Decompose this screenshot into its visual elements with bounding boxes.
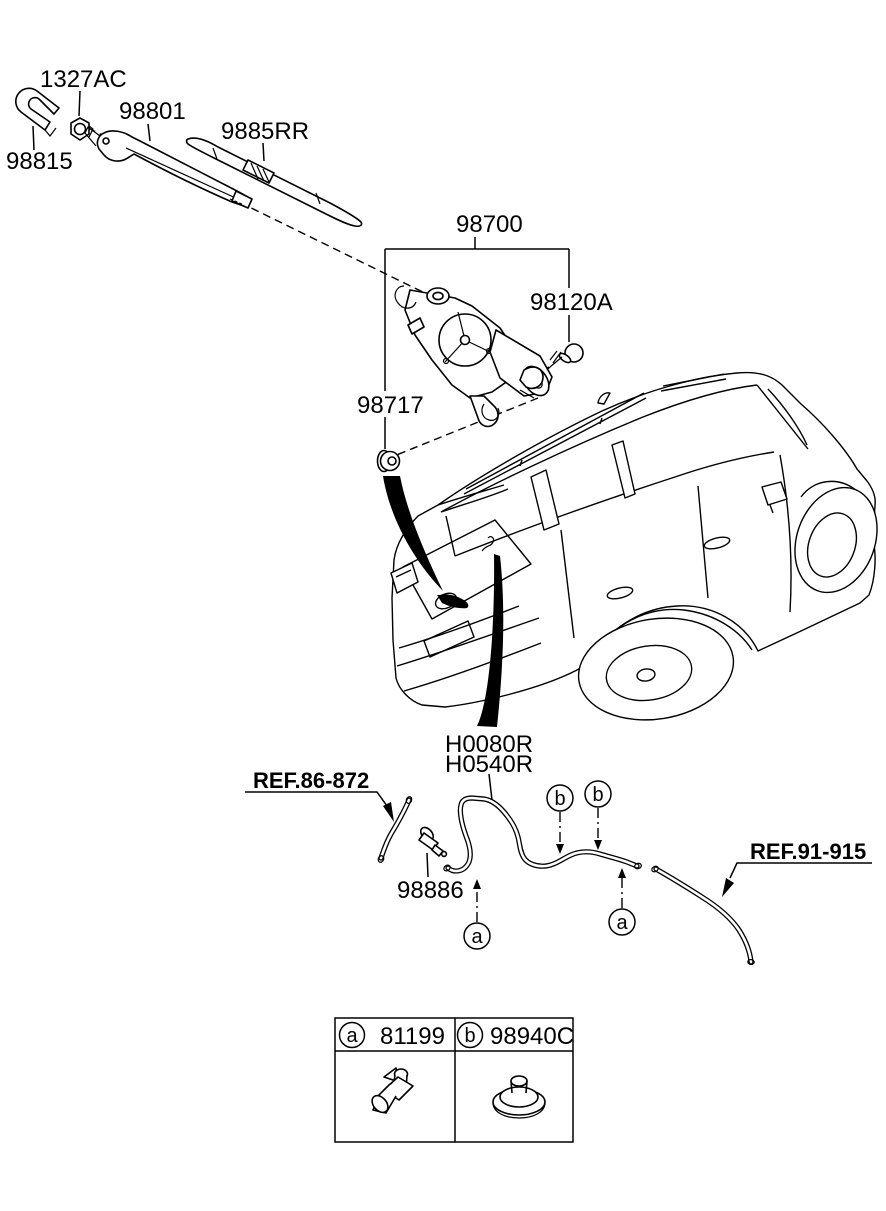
callout-a-circle: [608, 908, 636, 936]
part-label-9885RR: 9885RR: [221, 118, 309, 145]
legend-table: a 81199 b 98940C: [334, 1017, 574, 1143]
grommet-drawing: [376, 449, 401, 473]
legend-b-part-number: 98940C: [490, 1023, 574, 1050]
rear-hose-drawing: [443, 795, 642, 874]
part-label-98700: 98700: [456, 211, 523, 238]
trim-hose-drawing: [651, 865, 755, 966]
wiper-blade-drawing: [185, 137, 363, 228]
callout-a-circle: [463, 922, 491, 950]
callout-b-letter: b: [592, 784, 603, 806]
legend-grommet-drawing: [492, 1075, 546, 1119]
wiper-motor-drawing: [394, 285, 553, 428]
part-label-H0540R: H0540R: [445, 751, 533, 778]
callout-b-1: b: [546, 784, 574, 854]
legend-clip-drawing: [371, 1067, 414, 1114]
vehicle-drawing: [390, 371, 878, 721]
part-label-98801: 98801: [119, 98, 186, 125]
pad-screw-drawing: [546, 343, 584, 371]
legend-a-part-number: 81199: [380, 1023, 445, 1050]
front-hose-drawing: [377, 796, 413, 863]
ref-front-leader: [245, 791, 394, 822]
part-label-H0080R: H0080R: [445, 731, 533, 758]
ref-label-91-915: REF.91-915: [750, 839, 866, 864]
connector-drawing: [418, 826, 448, 858]
rear-wiper-on-glass: [437, 594, 469, 609]
legend-a-circle: [338, 1021, 366, 1049]
part-label-98120A: 98120A: [530, 289, 613, 316]
pointer-strokes: [383, 476, 504, 727]
legend-b-letter: b: [464, 1025, 475, 1047]
part-label-98815: 98815: [6, 148, 73, 175]
part-label-98717: 98717: [357, 392, 424, 419]
legend-a-letter: a: [346, 1025, 358, 1047]
wiper-nut-drawing: [70, 117, 94, 141]
part-label-1327AC: 1327AC: [40, 66, 127, 93]
callout-a-2: a: [608, 868, 636, 936]
wiper-cap-drawing: [15, 87, 60, 137]
callout-a-letter: a: [616, 912, 628, 934]
callout-b-circle: [584, 780, 612, 808]
leader-lines: [32, 90, 570, 878]
ref-label-86-872: REF.86-872: [253, 768, 369, 793]
ref-trim-leader: [722, 862, 872, 897]
callout-b-letter: b: [554, 788, 565, 810]
callout-a-1: a: [463, 879, 491, 950]
part-labels: 1327AC 98815 98801 9885RR 98700 98120A 9…: [6, 66, 866, 904]
wiper-arm-drawing: [84, 126, 253, 209]
part-label-98886: 98886: [397, 877, 464, 904]
legend-b-circle: [456, 1021, 484, 1049]
callout-b-2: b: [584, 780, 612, 850]
callout-b-circle: [546, 784, 574, 812]
callout-a-letter: a: [471, 926, 483, 948]
